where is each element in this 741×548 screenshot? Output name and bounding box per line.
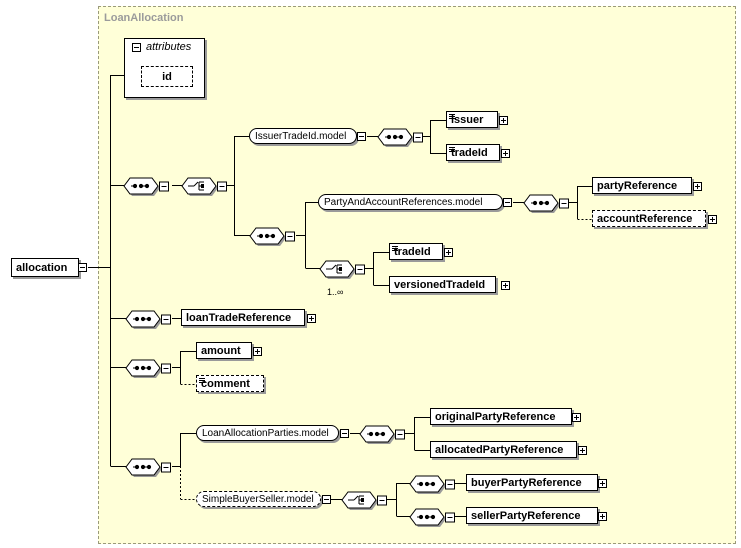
buyer-party-reference-label: buyerPartyReference	[471, 476, 582, 489]
sequence-dot	[538, 200, 544, 206]
comment-label: comment	[201, 377, 250, 390]
issuer-label: issuer	[451, 113, 484, 126]
simple-buyer-seller-model-group[interactable]: SimpleBuyerSeller.model	[196, 491, 321, 507]
choice-marker	[361, 498, 364, 502]
sequence-dot	[140, 464, 146, 470]
collapse-toggle-icon[interactable]	[132, 43, 141, 52]
expand-toggle-icon[interactable]	[444, 248, 453, 257]
choice-marker	[339, 267, 342, 271]
loan-allocation-parties-model-group[interactable]: LoanAllocationParties.model	[196, 425, 339, 441]
sequence-dot	[398, 134, 404, 140]
cardinality-label: 1..∞	[327, 287, 344, 297]
documentation-icon	[199, 378, 205, 383]
attributes-title: attributes	[146, 41, 192, 53]
sequence-dot	[424, 481, 430, 487]
collapse-toggle-icon[interactable]	[322, 495, 331, 504]
sequence-dot	[374, 431, 380, 437]
group-title: LoanAllocation	[104, 12, 184, 24]
original-party-reference-element[interactable]: originalPartyReference	[430, 408, 572, 425]
original-party-reference-label: originalPartyReference	[435, 410, 556, 423]
sequence-dot	[132, 183, 138, 189]
expand-toggle-icon[interactable]	[598, 479, 607, 488]
party-and-account-references-model-group[interactable]: PartyAndAccountReferences.model	[318, 194, 503, 210]
sequence-dot	[270, 233, 276, 239]
sequence-dot	[258, 233, 264, 239]
sequence-dot	[134, 316, 140, 322]
expand-toggle-icon[interactable]	[578, 446, 587, 455]
sequence-dot	[380, 431, 386, 437]
expand-toggle-icon[interactable]	[598, 512, 607, 521]
amount-element[interactable]: amount	[196, 342, 252, 359]
allocation-element[interactable]: allocation	[11, 258, 79, 277]
choice-line	[353, 495, 359, 501]
issuer-trade-id-model-group[interactable]: IssuerTradeId.model	[249, 128, 357, 144]
party-reference-label: partyReference	[597, 179, 678, 192]
choice-line	[193, 181, 199, 187]
sequence-dot	[430, 514, 436, 520]
sequence-dot	[544, 200, 550, 206]
collapse-toggle-icon[interactable]	[340, 429, 349, 438]
expand-toggle-icon[interactable]	[708, 215, 717, 224]
account-reference-label: accountReference	[597, 212, 693, 225]
expand-toggle-icon[interactable]	[253, 347, 262, 356]
expand-toggle-icon[interactable]	[499, 116, 508, 125]
seller-party-reference-element[interactable]: sellerPartyReference	[466, 507, 598, 524]
versioned-trade-id-label: versionedTradeId	[394, 278, 486, 291]
expand-toggle-icon[interactable]	[501, 149, 510, 158]
trade-id-label-2: tradeId	[394, 245, 431, 258]
sequence-dot	[418, 481, 424, 487]
simple-buyer-seller-model-label: SimpleBuyerSeller.model	[202, 493, 314, 505]
sequence-dot	[386, 134, 392, 140]
collapse-toggle-icon[interactable]	[357, 132, 366, 141]
sequence-dot	[146, 365, 152, 371]
sequence-dot	[146, 464, 152, 470]
expand-toggle-icon[interactable]	[307, 314, 316, 323]
sequence-dot	[392, 134, 398, 140]
issuer-element[interactable]: issuer	[446, 111, 498, 128]
loan-trade-reference-element[interactable]: loanTradeReference	[181, 309, 305, 326]
sequence-dot	[140, 316, 146, 322]
allocation-label: allocation	[16, 261, 68, 274]
trade-id-element[interactable]: tradeId	[446, 144, 500, 161]
allocated-party-reference-element[interactable]: allocatedPartyReference	[430, 441, 577, 458]
account-reference-element[interactable]: accountReference	[592, 210, 706, 227]
comment-element[interactable]: comment	[196, 375, 264, 392]
sequence-dot	[134, 464, 140, 470]
sequence-dot	[264, 233, 270, 239]
sequence-dot	[144, 183, 150, 189]
documentation-icon	[449, 147, 455, 152]
choice-marker	[201, 184, 204, 188]
loan-trade-reference-label: loanTradeReference	[186, 311, 292, 324]
sequence-dot	[532, 200, 538, 206]
trade-id-element-2[interactable]: tradeId	[389, 243, 443, 260]
buyer-party-reference-element[interactable]: buyerPartyReference	[466, 474, 598, 491]
expand-toggle-icon[interactable]	[501, 281, 510, 290]
trade-id-label: tradeId	[451, 146, 488, 159]
sequence-dot	[430, 481, 436, 487]
sequence-dot	[418, 514, 424, 520]
amount-label: amount	[201, 344, 241, 357]
documentation-icon	[392, 246, 398, 251]
issuer-trade-id-model-label: IssuerTradeId.model	[255, 130, 347, 142]
collapse-toggle-icon[interactable]	[503, 198, 512, 207]
sequence-dot	[146, 316, 152, 322]
expand-toggle-icon[interactable]	[693, 182, 702, 191]
choice-line	[331, 264, 337, 270]
versioned-trade-id-element[interactable]: versionedTradeId	[389, 276, 496, 293]
loan-allocation-parties-model-label: LoanAllocationParties.model	[202, 427, 329, 439]
sequence-dot	[368, 431, 374, 437]
allocated-party-reference-label: allocatedPartyReference	[435, 443, 564, 456]
sequence-dot	[424, 514, 430, 520]
party-and-account-references-model-label: PartyAndAccountReferences.model	[324, 196, 483, 208]
sequence-dot	[134, 365, 140, 371]
party-reference-element[interactable]: partyReference	[592, 177, 692, 194]
sequence-dot	[140, 365, 146, 371]
sequence-dot	[138, 183, 144, 189]
documentation-icon	[449, 114, 455, 119]
collapse-toggle-icon[interactable]	[78, 263, 87, 272]
seller-party-reference-label: sellerPartyReference	[471, 509, 581, 522]
attribute-id[interactable]: id	[141, 66, 193, 87]
expand-toggle-icon[interactable]	[572, 413, 581, 422]
